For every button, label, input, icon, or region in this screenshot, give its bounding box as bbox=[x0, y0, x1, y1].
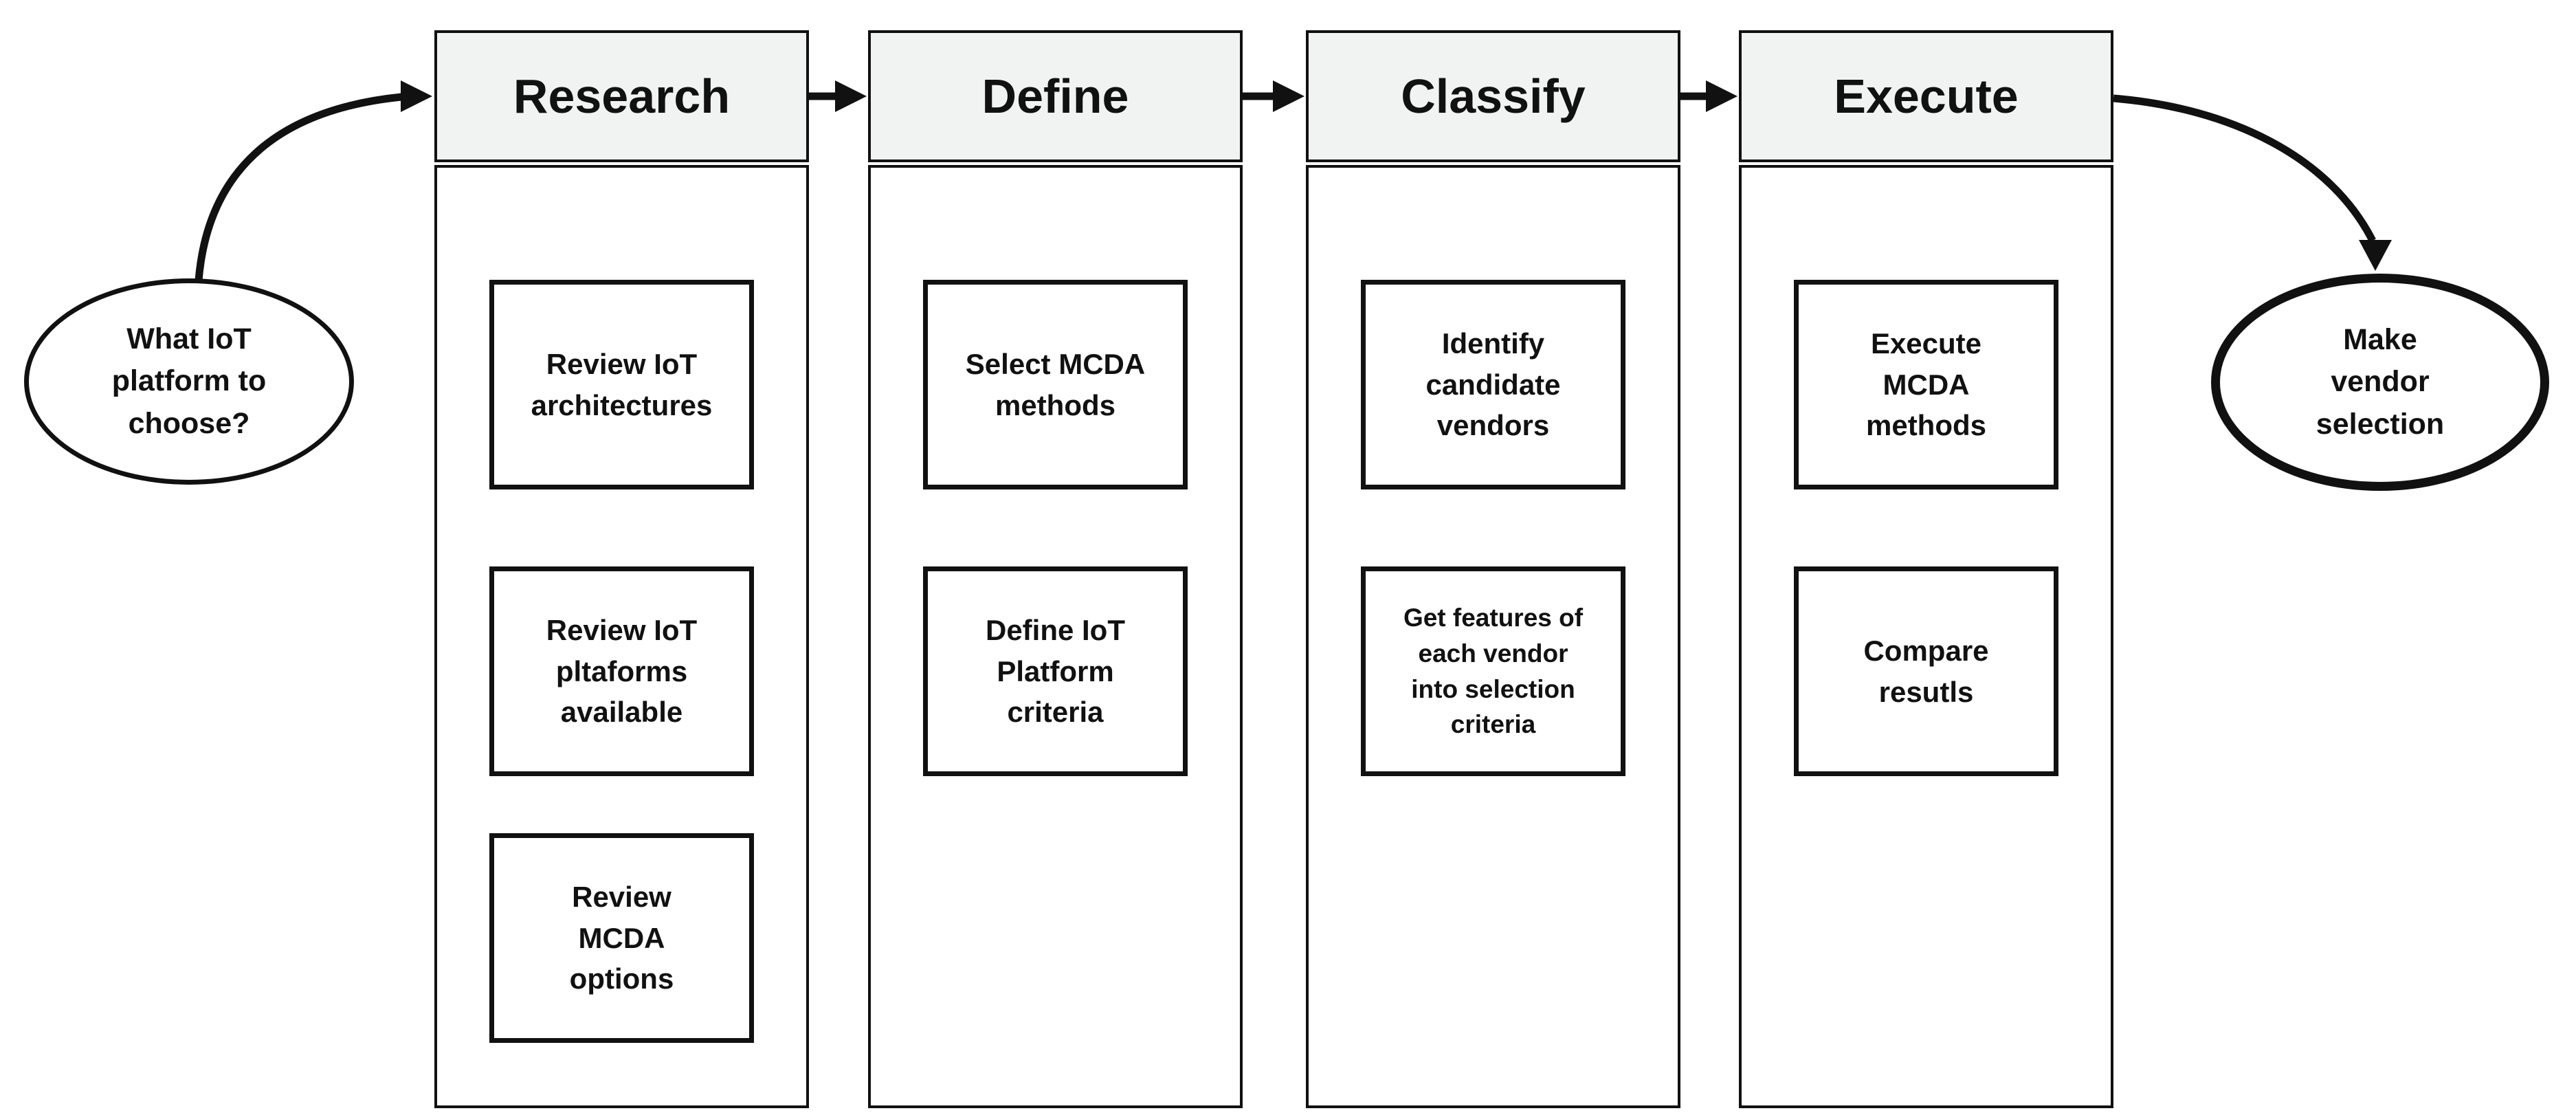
arrowhead-execute-to-end bbox=[2359, 240, 2392, 271]
arrow-start-to-research bbox=[195, 93, 402, 281]
task-label: Review IoT architectures bbox=[531, 347, 713, 421]
stage-column-classify: Classify Identify candidate vendors Get … bbox=[1306, 30, 1680, 1108]
arrowhead-define-to-classify bbox=[1273, 80, 1304, 112]
stage-title: Research bbox=[513, 69, 731, 123]
stage-header-execute: Execute bbox=[1739, 30, 2113, 162]
task-label: Define IoT Platform criteria bbox=[985, 614, 1125, 729]
stage-column-research: Research Review IoT architectures Review… bbox=[434, 30, 809, 1108]
task-box-define-iot-platform-criteria: Define IoT Platform criteria bbox=[923, 566, 1188, 776]
stage-title: Execute bbox=[1834, 69, 2019, 123]
arrowhead-classify-to-execute bbox=[1706, 80, 1737, 112]
task-label: Execute MCDA methods bbox=[1865, 327, 1986, 442]
stage-body-execute: Execute MCDA methods Compare resutls bbox=[1739, 165, 2113, 1108]
task-box-get-vendor-features: Get features of each vendor into selecti… bbox=[1361, 566, 1625, 776]
stage-column-execute: Execute Execute MCDA methods Compare res… bbox=[1739, 30, 2113, 1108]
end-node-label: Make vendor selection bbox=[2316, 323, 2445, 441]
task-box-review-iot-architectures: Review IoT architectures bbox=[489, 280, 754, 489]
arrow-execute-to-end bbox=[2113, 94, 2376, 243]
stage-body-define: Select MCDA methods Define IoT Platform … bbox=[868, 165, 1243, 1108]
stage-header-research: Research bbox=[434, 30, 809, 162]
task-label: Select MCDA methods bbox=[965, 347, 1146, 421]
stage-body-classify: Identify candidate vendors Get features … bbox=[1306, 165, 1680, 1108]
task-box-select-mcda-methods: Select MCDA methods bbox=[923, 280, 1188, 489]
stage-header-define: Define bbox=[868, 30, 1243, 162]
stage-header-classify: Classify bbox=[1306, 30, 1680, 162]
end-node-ellipse: Make vendor selection bbox=[2211, 274, 2549, 491]
task-box-compare-results: Compare resutls bbox=[1794, 566, 2058, 776]
task-label: Review IoT pltaforms available bbox=[546, 614, 698, 729]
start-node-ellipse: What IoT platform to choose? bbox=[24, 278, 354, 485]
task-box-execute-mcda-methods: Execute MCDA methods bbox=[1794, 280, 2058, 489]
task-box-identify-candidate-vendors: Identify candidate vendors bbox=[1361, 280, 1625, 489]
task-label: Compare resutls bbox=[1863, 634, 1989, 708]
stage-column-define: Define Select MCDA methods Define IoT Pl… bbox=[868, 30, 1243, 1108]
task-label: Identify candidate vendors bbox=[1425, 327, 1561, 442]
start-node-label: What IoT platform to choose? bbox=[111, 322, 267, 440]
task-label: Review MCDA options bbox=[569, 881, 674, 995]
task-box-review-iot-platforms: Review IoT pltaforms available bbox=[489, 566, 754, 776]
arrowhead-start-to-research bbox=[401, 80, 432, 112]
arrowhead-research-to-define bbox=[835, 80, 867, 112]
task-box-review-mcda-options: Review MCDA options bbox=[489, 833, 754, 1043]
task-label: Get features of each vendor into selecti… bbox=[1403, 603, 1584, 739]
stage-title: Classify bbox=[1401, 69, 1586, 123]
stage-title: Define bbox=[981, 69, 1129, 123]
stage-body-research: Review IoT architectures Review IoT plta… bbox=[434, 165, 809, 1108]
